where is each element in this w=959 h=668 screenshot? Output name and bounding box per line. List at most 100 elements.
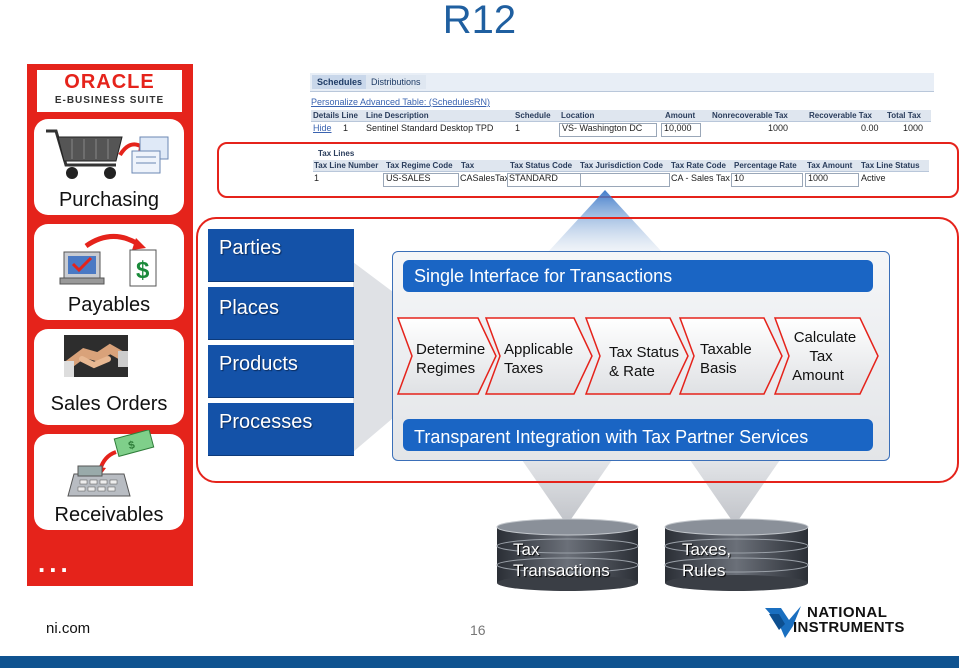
step-3-line-1: Tax Status (609, 344, 680, 361)
tax-engine-highlight (196, 217, 959, 483)
col-tax-line-number: Tax Line Number (314, 161, 379, 170)
oracle-logo: ORACLE E-BUSINESS SUITE (37, 70, 182, 112)
module-label-sales-orders: Sales Orders (50, 393, 168, 415)
schedules-data-row: Hide 1 Sentinel Standard Desktop TPD 1 V… (311, 123, 931, 137)
amount-field[interactable] (661, 123, 701, 137)
tax-lines-data-row: 1 US-SALES CASalesTax STANDARD CA - Sale… (313, 173, 929, 187)
db1-line-2: Transactions (513, 561, 610, 580)
step-4-line-2: Basis (700, 360, 737, 377)
cell-tax: CASalesTax (460, 173, 510, 183)
ni-logo-line-1: NATIONAL (807, 604, 888, 621)
tax-transactions-database-icon (496, 518, 639, 591)
cell-tax-regime: US-SALES (386, 173, 431, 183)
location-field[interactable] (559, 123, 657, 137)
step-5-line-2: Tax (809, 348, 833, 365)
dimension-label-places: Places (219, 297, 280, 319)
oracle-brand: ORACLE (64, 71, 155, 93)
col-tax-status-code: Tax Status Code (510, 161, 573, 170)
handshake-icon (64, 335, 128, 377)
step-chevron-2 (484, 317, 593, 395)
step-chevron-4 (678, 317, 783, 395)
single-interface-bar: Single Interface for Transactions (403, 260, 873, 292)
col-tax-rate-code: Tax Rate Code (671, 161, 726, 170)
module-sales-orders: Sales Orders (34, 329, 184, 425)
cell-description: Sentinel Standard Desktop TPD (366, 123, 494, 133)
step-5-line-1: Calculate (793, 329, 857, 346)
more-modules-ellipsis: ... (38, 548, 72, 578)
dimension-label-parties: Parties (219, 237, 282, 259)
step-1-line-1: Determine (416, 341, 486, 358)
step-1-line-2: Regimes (416, 360, 476, 377)
tax-amount-field[interactable] (805, 173, 859, 187)
dimensions-connector (353, 262, 393, 452)
dimension-products: Products (208, 345, 354, 398)
cell-recoverable: 0.00 (861, 123, 879, 133)
module-receivables: $ Receivables (34, 430, 184, 530)
tab-distributions[interactable]: Distributions (366, 75, 426, 89)
col-nonrecoverable-tax: Nonrecoverable Tax (712, 111, 788, 120)
db2-line-1: Taxes, (682, 540, 732, 559)
svg-text:$: $ (136, 257, 150, 284)
cell-tax-number: 1 (314, 173, 320, 183)
col-location: Location (561, 111, 595, 120)
cell-line: 1 (343, 123, 349, 133)
col-tax-regime-code: Tax Regime Code (386, 161, 453, 170)
dimension-parties: Parties (208, 229, 354, 282)
dimension-processes: Processes (208, 403, 354, 456)
rules-funnel (690, 460, 780, 525)
partner-integration-bar: Transparent Integration with Tax Partner… (403, 419, 873, 451)
cell-tax-status: STANDARD (509, 173, 558, 183)
tax-lines-table: Tax Lines Tax Line Number Tax Regime Cod… (313, 148, 929, 188)
dimension-label-processes: Processes (219, 411, 313, 433)
col-tax-line-status: Tax Line Status (861, 161, 920, 170)
cell-total-tax: 1000 (903, 123, 924, 133)
col-tax-amount: Tax Amount (807, 161, 853, 170)
module-purchasing: Purchasing (34, 119, 184, 215)
tax-jurisdiction-field[interactable] (580, 173, 670, 187)
percentage-field[interactable] (731, 173, 803, 187)
ni-logo-line-2: INSTRUMENTS (793, 619, 905, 636)
cell-tax-amount: 1000 (808, 173, 829, 183)
col-recoverable-tax: Recoverable Tax (809, 111, 872, 120)
personalize-link[interactable]: Personalize Advanced Table: (SchedulesRN… (311, 97, 490, 107)
cell-schedule: 1 (515, 123, 521, 133)
screenshot-connector (548, 190, 662, 252)
cell-nonrecoverable: 1000 (768, 123, 789, 133)
dimension-places: Places (208, 287, 354, 340)
slide-title: R12 (442, 0, 517, 42)
dimension-label-products: Products (219, 353, 298, 375)
schedules-table: Details Line Line Description Schedule L… (311, 110, 931, 137)
tax-regime-field[interactable] (383, 173, 459, 187)
shopping-cart-icon (46, 129, 169, 179)
ni-eagle-icon (765, 606, 801, 638)
col-schedule: Schedule (515, 111, 551, 120)
national-instruments-logo: NATIONAL INSTRUMENTS (763, 604, 918, 640)
col-line-description: Line Description (366, 111, 429, 120)
hide-details-link[interactable]: Hide (313, 123, 332, 133)
cell-tax-rate-code: CA - Sales Tax (671, 173, 730, 183)
col-details-line: Details Line (313, 111, 358, 120)
col-tax-jurisdiction-code: Tax Jurisdiction Code (580, 161, 663, 170)
single-interface-label: Single Interface for Transactions (414, 266, 673, 286)
step-3-line-2: & Rate (609, 363, 655, 380)
module-payables: $ Payables (34, 224, 184, 320)
svg-text:$: $ (127, 439, 136, 452)
footer-site[interactable]: ni.com (46, 620, 91, 637)
oracle-suite: E-BUSINESS SUITE (54, 95, 165, 106)
db1-line-1: Tax (513, 540, 540, 559)
db2-line-2: Rules (682, 561, 726, 580)
col-tax: Tax (461, 161, 475, 170)
page-number: 16 (470, 622, 486, 638)
transactions-funnel (522, 460, 612, 525)
cell-location: VS- Washington DC (562, 123, 643, 133)
footer-bar (0, 656, 959, 668)
module-label-payables: Payables (67, 294, 151, 316)
module-label-receivables: Receivables (54, 504, 164, 526)
tab-schedules[interactable]: Schedules (312, 75, 368, 89)
computer-invoice-icon: $ (59, 234, 157, 287)
tax-lines-highlight (217, 142, 959, 198)
step-calculate-tax-amount: Calculate Tax Amount (790, 318, 860, 394)
